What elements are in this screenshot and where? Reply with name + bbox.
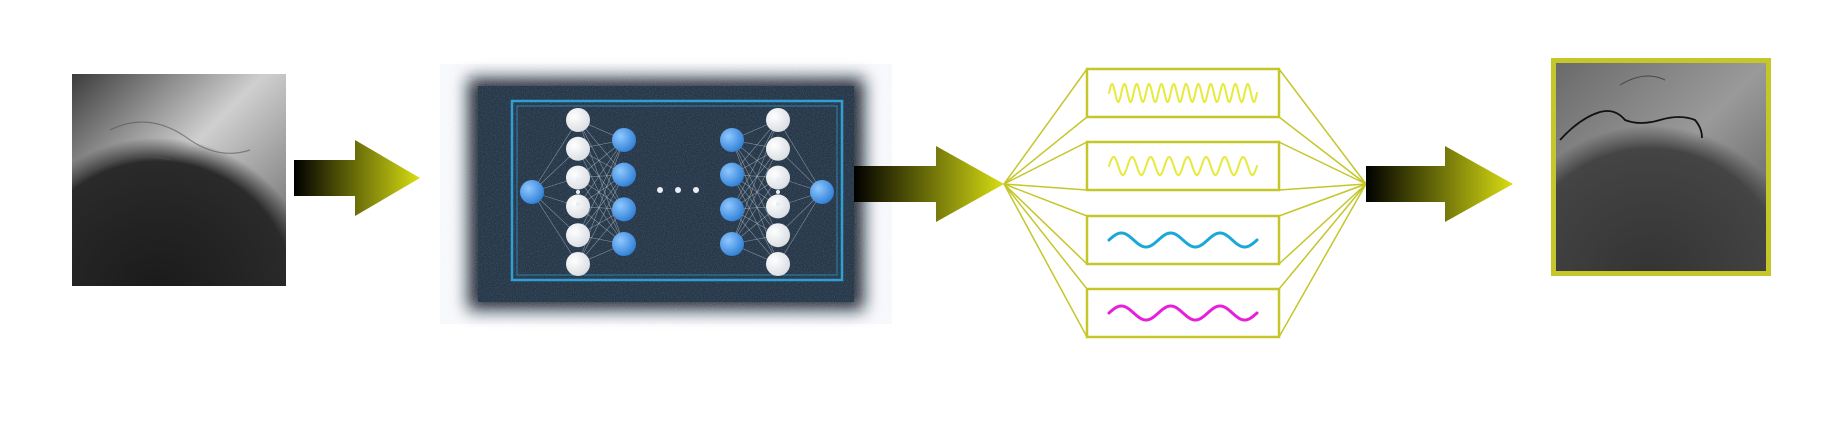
enhanced-vessel [1559, 110, 1703, 141]
network-edge [577, 177, 625, 245]
fan-line [1003, 183, 1088, 338]
network-edge [731, 148, 779, 210]
fan-line [1003, 183, 1088, 265]
wave-signal [1107, 304, 1259, 322]
network-frame [510, 99, 844, 282]
network-node [612, 128, 636, 152]
fan-line [1278, 183, 1367, 338]
layer-gap-ellipsis-dot [693, 187, 699, 193]
network-node [766, 194, 790, 219]
wave-signal [1108, 82, 1258, 104]
frequency-components [1003, 67, 1367, 339]
network-node [766, 223, 790, 248]
neural-network-panel [468, 78, 864, 310]
network-edge [577, 139, 625, 236]
network-node [766, 108, 790, 132]
layer-ellipsis-dot [776, 190, 780, 194]
network-node [566, 136, 590, 161]
network-nodes [520, 108, 834, 276]
flow-arrow-1 [294, 140, 420, 216]
fan-line [1003, 183, 1088, 191]
network-node [566, 165, 590, 190]
fan-line [1278, 141, 1367, 185]
network-node [612, 197, 636, 222]
network-edge [577, 139, 625, 207]
layer-ellipsis-dot [776, 178, 780, 182]
network-node [566, 108, 590, 132]
wave-signal [1108, 156, 1258, 176]
network-edge [731, 139, 779, 207]
fan-line [1003, 183, 1088, 217]
network-edge [577, 148, 625, 245]
fan-line [1003, 116, 1088, 185]
flow-arrow-3 [1366, 146, 1513, 222]
layer-gap-ellipsis-dot [657, 187, 663, 193]
network-edge [577, 148, 625, 210]
network-node [720, 197, 744, 222]
network-edge [577, 174, 625, 265]
layer-ellipsis-dot [576, 178, 580, 182]
network-node [766, 252, 790, 276]
fan-line [1003, 183, 1088, 290]
fan-line [1278, 116, 1367, 185]
fan-line [1278, 68, 1367, 185]
network-node [766, 165, 790, 190]
decomposition-fan-lines [1003, 68, 1367, 338]
input-angiogram-image [72, 74, 286, 286]
flow-arrow-2 [854, 146, 1004, 222]
fan-line [1278, 183, 1367, 191]
layer-ellipsis-dot [576, 190, 580, 194]
network-edge [777, 191, 823, 265]
wave-box-2 [1085, 140, 1281, 192]
network-edge [531, 191, 579, 265]
fan-line [1278, 183, 1367, 290]
network-edge [777, 119, 823, 193]
network-edge [531, 119, 579, 193]
network-node [566, 194, 590, 219]
network-node [720, 162, 744, 187]
network-node [766, 136, 790, 161]
layer-gap-ellipsis-dot [675, 187, 681, 193]
network-edge [577, 174, 625, 236]
wave-box-4 [1085, 287, 1281, 339]
network-node [612, 162, 636, 187]
network-edge [731, 139, 779, 236]
wave-box-3 [1085, 214, 1281, 266]
network-node [720, 128, 744, 152]
wave-box-1 [1085, 67, 1281, 119]
fan-line [1003, 141, 1088, 185]
wave-signal [1107, 231, 1259, 249]
network-node [520, 180, 544, 204]
network-edge [731, 174, 779, 236]
network-edge [577, 119, 625, 210]
fan-line [1003, 68, 1088, 185]
network-edge [731, 148, 779, 245]
layer-ellipsis-dot [576, 202, 580, 206]
network-edge [731, 177, 779, 245]
fan-line [1278, 183, 1367, 265]
layer-ellipsis-dot [776, 202, 780, 206]
network-node [566, 223, 590, 248]
network-node [612, 232, 636, 256]
network-node [810, 180, 834, 204]
output-angiogram-image [1551, 58, 1771, 276]
network-edge [731, 174, 779, 265]
fan-line [1278, 183, 1367, 217]
network-node [720, 232, 744, 256]
network-node [566, 252, 590, 276]
network-edge [731, 119, 779, 210]
